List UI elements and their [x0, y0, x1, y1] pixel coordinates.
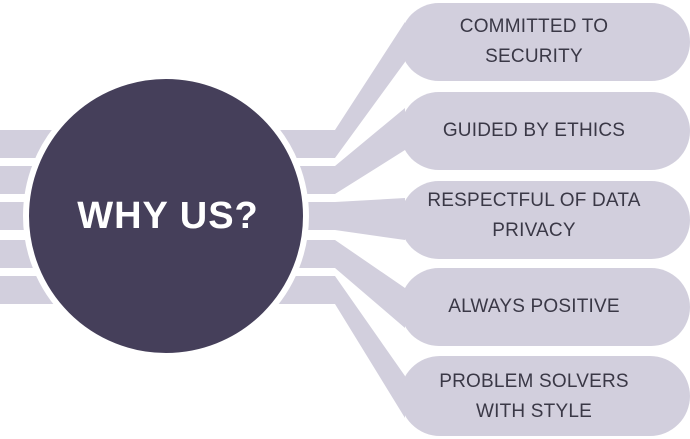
center-circle [23, 73, 309, 359]
item-band-3-box [400, 181, 690, 259]
item-band-5 [0, 276, 690, 436]
item-band-1-box [400, 3, 690, 81]
item-label-5: PROBLEM SOLVERS WITH STYLE [439, 371, 629, 422]
item-label-4: ALWAYS POSITIVE [448, 296, 620, 317]
item-band-4-box [400, 268, 690, 346]
center-title: WHY US? [77, 195, 259, 237]
item-band-5-box [400, 356, 690, 436]
item-label-1: COMMITTED TO SECURITY [459, 16, 609, 67]
item-band-2-box [400, 92, 690, 170]
item-label-2: GUIDED BY ETHICS [442, 120, 626, 141]
item-band-5-connector [0, 276, 405, 418]
item-label-3: RESPECTFUL OF DATA PRIVACY [427, 190, 641, 241]
